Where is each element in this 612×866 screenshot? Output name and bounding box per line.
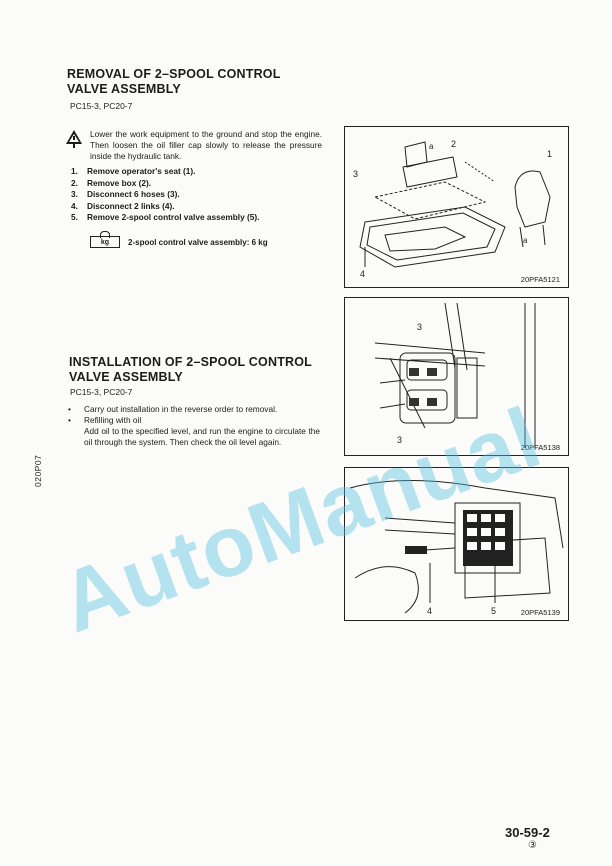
figure-1-illustration: 2 1 3 4 a a (353, 139, 552, 279)
warning-icon (64, 128, 84, 148)
figure-2-code: 20PFA5138 (520, 443, 560, 452)
figure-3: 4 5 20PFA5139 (344, 467, 569, 621)
fig3-label-4: 4 (427, 606, 432, 616)
list-item: 3.Disconnect 6 hoses (3). (71, 189, 180, 199)
figure-2-illustration: 3 3 (374, 302, 536, 448)
removal-steps: 1.Remove operator's seat (1). 2.Remove b… (71, 166, 331, 224)
fig1-label-2: 2 (451, 139, 456, 149)
fig2-label-3a: 3 (417, 322, 422, 332)
fig1-label-4: 4 (360, 269, 365, 279)
weight-note: kg 2-spool control valve assembly: 6 kg (90, 231, 268, 248)
fig1-label-a: a (429, 142, 434, 151)
weight-text: 2-spool control valve assembly: 6 kg (128, 237, 268, 247)
fig1-label-1: 1 (547, 149, 552, 159)
installation-models: PC15-3, PC20-7 (70, 387, 133, 397)
figure-3-illustration: 4 5 (349, 480, 564, 616)
list-item: 1.Remove operator's seat (1). (71, 166, 196, 176)
installation-title: INSTALLATION OF 2–SPOOL CONTROL VALVE AS… (69, 355, 313, 384)
figure-1-code: 20PFA5121 (520, 275, 560, 284)
side-code: 020P07 (33, 454, 43, 487)
revision-mark: ③ (528, 840, 537, 851)
figure-3-code: 20PFA5139 (520, 608, 560, 617)
list-item: 4.Disconnect 2 links (4). (71, 200, 175, 211)
fig1-label-3: 3 (353, 169, 358, 179)
page-number: 30-59-2 (505, 825, 550, 840)
fig2-label-3b: 3 (397, 435, 402, 445)
fig3-label-5: 5 (491, 606, 496, 616)
list-item: 2.Remove box (2). (71, 177, 152, 188)
weight-icon: kg (90, 231, 120, 248)
removal-title: REMOVAL OF 2–SPOOL CONTROL VALVE ASSEMBL… (67, 67, 281, 96)
installation-bullets: •Carry out installation in the reverse o… (68, 404, 320, 448)
list-item: • Refilling with oil Add oil to the spec… (68, 415, 320, 447)
list-item: •Carry out installation in the reverse o… (68, 404, 278, 414)
figure-2: 3 3 20PFA5138 (344, 297, 569, 456)
figure-1: 2 1 3 4 a a 20PFA5121 (344, 126, 569, 288)
fig1-label-a2: a (523, 236, 528, 245)
list-item: 5.Remove 2-spool control valve assembly … (71, 212, 260, 222)
warning-text: Lower the work equipment to the ground a… (90, 129, 322, 161)
removal-models: PC15-3, PC20-7 (70, 101, 133, 111)
